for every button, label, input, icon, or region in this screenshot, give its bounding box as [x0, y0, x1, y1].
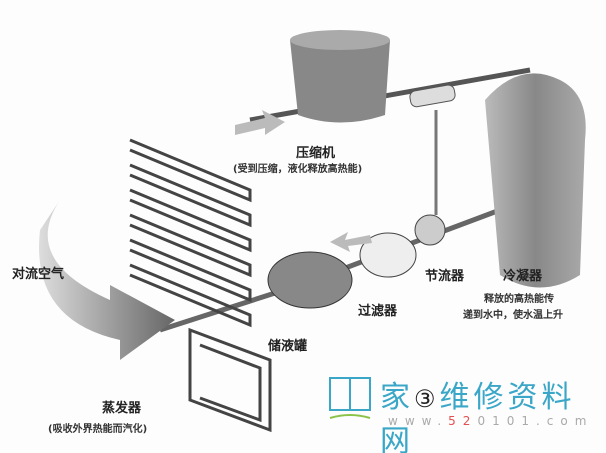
inline-valve — [409, 84, 456, 108]
watermark-text: 家③维修资料网 — [380, 380, 576, 453]
filter-label: 过滤器 — [358, 304, 398, 319]
condenser-shape — [485, 73, 586, 288]
watermark-url: www.520101.com — [388, 414, 594, 428]
condenser-label: 冷凝器 — [503, 269, 543, 284]
flow-arrow-compressor — [235, 110, 285, 135]
pipe-compressor-condenser — [249, 67, 531, 123]
air-label: 对流空气 — [12, 267, 65, 282]
figure-number: ③ — [414, 385, 440, 413]
condenser-note-1: 释放的高热能传 — [484, 294, 554, 305]
air-flow-arrow — [39, 200, 175, 360]
throttle-label: 节流器 — [425, 269, 465, 284]
throttle-shape — [414, 214, 446, 246]
receiver-shape — [267, 251, 353, 309]
compressor-note: (受到压缩，液化释放高热能) — [233, 164, 363, 175]
evaporator-coils — [129, 138, 272, 433]
evaporator-note: (吸收外界热能而汽化) — [48, 424, 148, 435]
compressor-shape — [290, 30, 390, 123]
flow-arrow-filter — [330, 232, 372, 252]
condenser-note-2: 递到水中，使水温上升 — [463, 310, 563, 321]
compressor-label: 压缩机 — [296, 146, 336, 161]
filter-shape — [359, 232, 417, 278]
watermark-book-icon — [329, 377, 371, 419]
receiver-label: 储液罐 — [268, 339, 308, 354]
evaporator-label: 蒸发器 — [102, 401, 142, 416]
